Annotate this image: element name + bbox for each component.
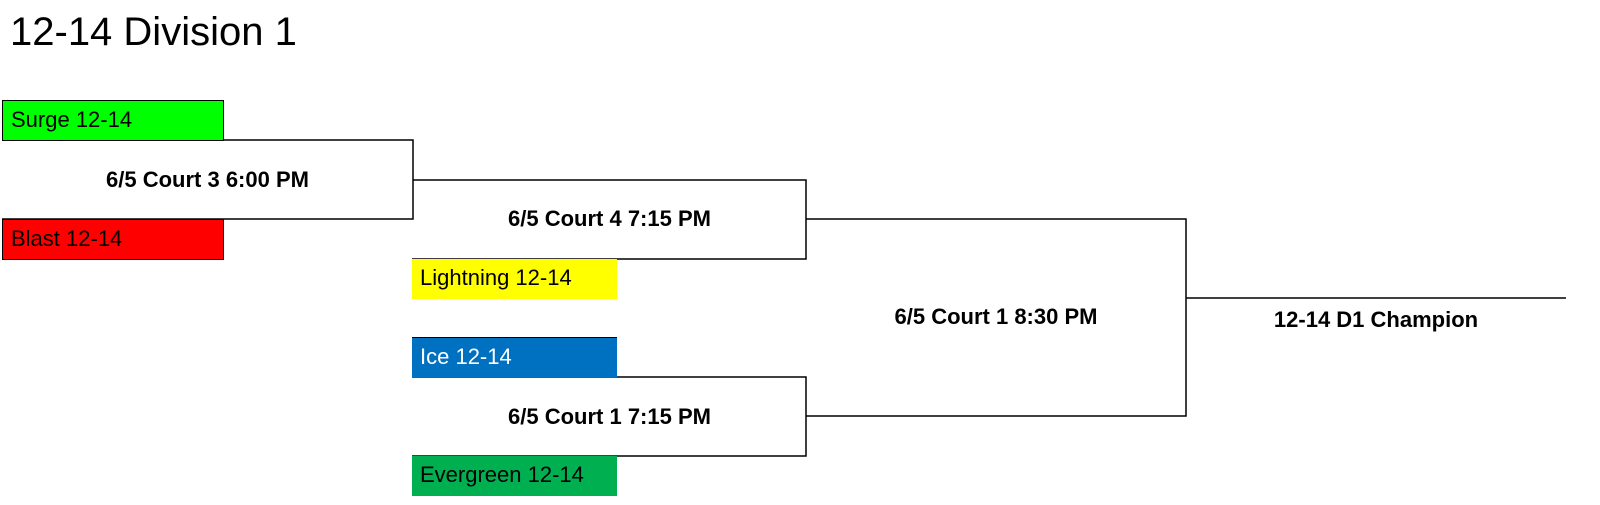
team-surge-label: Surge 12-14 [11,107,133,132]
team-blast-label: Blast 12-14 [11,226,123,251]
champion-label: 12-14 D1 Champion [1273,307,1479,332]
team-ice: Ice 12-14 [412,337,617,378]
page-title: 12-14 Division 1 [10,10,297,54]
team-ice-label: Ice 12-14 [420,344,512,369]
team-blast: Blast 12-14 [2,219,224,260]
game-3-label: 6/5 Court 1 7:15 PM [508,404,711,429]
team-evergreen: Evergreen 12-14 [412,456,617,496]
game-2-label: 6/5 Court 4 7:15 PM [508,206,711,231]
team-surge: Surge 12-14 [2,100,224,141]
team-lightning-label: Lightning 12-14 [420,265,572,290]
game-4-label: 6/5 Court 1 8:30 PM [894,304,1098,329]
bracket-line-game-4 [806,218,1187,417]
game-1-label: 6/5 Court 3 6:00 PM [106,167,309,192]
team-evergreen-label: Evergreen 12-14 [420,462,584,487]
team-lightning: Lightning 12-14 [412,259,617,299]
